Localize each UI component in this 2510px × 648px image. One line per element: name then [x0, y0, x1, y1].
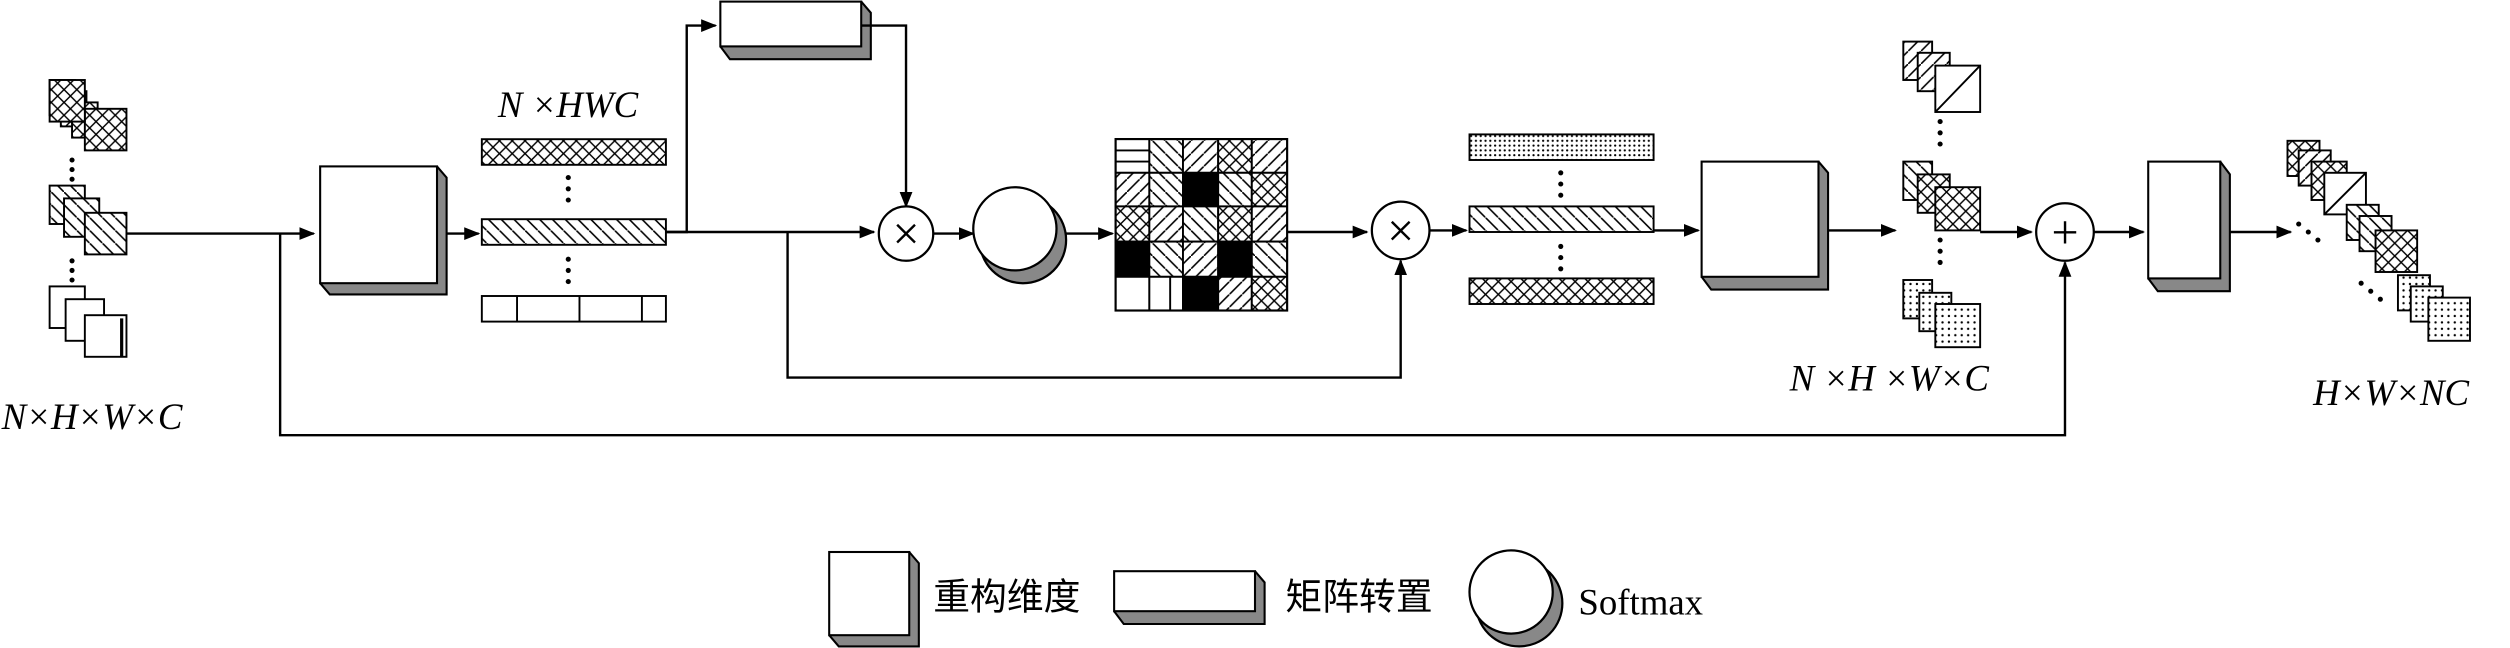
- reshape-block: [319, 165, 448, 296]
- flow-line: [665, 19, 718, 234]
- legend-softmax-icon: [1468, 549, 1564, 648]
- multiply-symbol: ×: [892, 208, 919, 261]
- ellipsis-dots: [2296, 221, 2383, 302]
- legend-transpose-icon: [1113, 570, 1266, 626]
- input-dims-label: N×H×W×C: [1, 396, 183, 437]
- softmax-node: [972, 186, 1068, 285]
- add-node: +: [2035, 202, 2095, 262]
- legend-transpose-label: 矩阵转置: [1285, 576, 1432, 619]
- legend-softmax-label: Softmax: [1578, 581, 1703, 622]
- ellipsis-dots: [1558, 243, 1564, 272]
- attended-matrix-stack: [1468, 133, 1655, 305]
- reshaped-feature-stack: [1902, 40, 1982, 349]
- reshape-block: [2147, 160, 2231, 293]
- reshape-block: [1700, 160, 1830, 291]
- multiply-node: ×: [1370, 200, 1431, 261]
- legend-reshape-label: 重构维度: [933, 576, 1080, 619]
- ellipsis-dots: [1937, 237, 1943, 265]
- ellipsis-dots: [565, 175, 571, 203]
- transpose-dims-label: N ×HWC: [497, 84, 639, 125]
- attention-matrix: [1114, 138, 1289, 312]
- output-dims-label: H×W×NC: [2312, 372, 2469, 413]
- skip-connection: [786, 232, 1408, 379]
- ellipsis-dots: [69, 157, 75, 182]
- input-feature-stack: [48, 79, 128, 358]
- ellipsis-dots: [1558, 170, 1564, 198]
- residual-connection: [278, 233, 2072, 437]
- ellipsis-dots: [69, 258, 75, 283]
- output-feature-cascade: [2286, 139, 2471, 342]
- reshape-back-dims-label: N ×H ×W×C: [1789, 357, 1990, 398]
- add-symbol: +: [2051, 206, 2078, 259]
- flow-line: [861, 24, 913, 208]
- multiply-node: ×: [877, 205, 935, 262]
- flattened-matrix-stack: [480, 138, 667, 323]
- ellipsis-dots: [565, 256, 571, 285]
- transpose-block: [719, 0, 872, 61]
- legend-reshape-icon: [828, 550, 920, 648]
- multiply-symbol: ×: [1387, 204, 1414, 257]
- legend: 重构维度 矩阵转置 Softmax: [828, 549, 1703, 648]
- ellipsis-dots: [1937, 119, 1943, 147]
